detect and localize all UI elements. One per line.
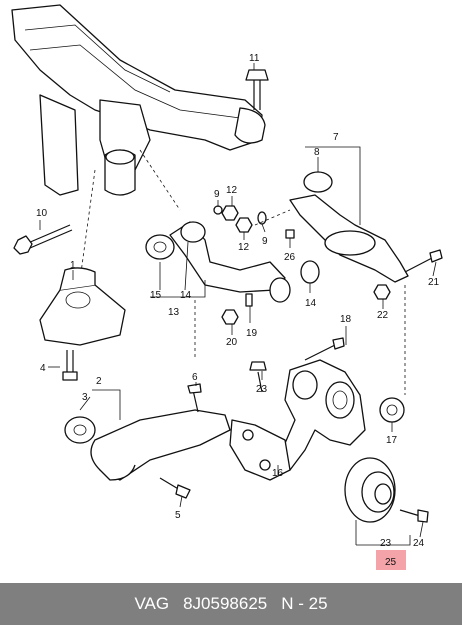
label-7: 7 (333, 132, 339, 143)
label-24: 24 (413, 538, 425, 549)
label-12-upper: 12 (226, 185, 238, 196)
bushing-17 (379, 397, 405, 423)
label-21: 21 (428, 277, 440, 288)
bolt-23-upper (249, 361, 267, 393)
label-12-lower: 12 (238, 242, 250, 253)
label-9-upper: 9 (214, 189, 220, 200)
label-23-upper: 23 (256, 384, 268, 395)
axle-subframe (11, 4, 266, 281)
label-6: 6 (192, 372, 198, 383)
label-14-left: 14 (180, 290, 192, 301)
label-25: 25 (385, 557, 397, 568)
bolt-10 (13, 224, 73, 255)
label-4: 4 (40, 363, 46, 374)
part-number: 8J0598625 (183, 594, 268, 613)
suspension-exploded-diagram: 10 11 1 4 2 3 15 14 13 14 7 8 9 12 12 9 … (11, 4, 443, 568)
label-23-lower: 23 (380, 538, 392, 549)
label-22: 22 (377, 310, 389, 321)
mount-bracket-1 (39, 267, 126, 346)
label-2: 2 (96, 376, 102, 387)
label-13: 13 (168, 307, 180, 318)
brand-label: VAG (134, 594, 170, 613)
wheel-hub-25 (344, 457, 396, 523)
label-20: 20 (226, 337, 238, 348)
wheel-carrier (279, 359, 366, 471)
bolt-24 (399, 509, 429, 523)
bolt-11 (245, 69, 269, 110)
bolt-5 (159, 477, 191, 499)
footer-bar: VAG 8J0598625 N - 25 (0, 583, 462, 625)
control-arm-7 (254, 171, 409, 284)
label-17: 17 (386, 435, 398, 446)
label-10: 10 (36, 208, 48, 219)
label-18: 18 (340, 314, 352, 325)
bolt-4 (62, 350, 78, 381)
nut-22 (373, 284, 391, 300)
bolt-6 (187, 383, 202, 413)
diagram-reference: N - 25 (281, 594, 328, 613)
highlighted-part-badge (376, 550, 406, 570)
bolt-18 (304, 337, 345, 361)
bracket-16 (229, 419, 291, 481)
small-hardware (213, 205, 295, 325)
label-14-right: 14 (305, 298, 317, 309)
label-8: 8 (314, 147, 320, 158)
label-16: 16 (272, 468, 284, 479)
label-26: 26 (284, 252, 296, 263)
label-19: 19 (246, 328, 258, 339)
label-5: 5 (175, 510, 181, 521)
bolt-21 (404, 249, 443, 273)
label-11: 11 (249, 53, 260, 64)
trailing-arm-2 (64, 409, 231, 481)
label-9-lower: 9 (262, 236, 268, 247)
leader-lines (39, 63, 437, 546)
label-15: 15 (150, 290, 162, 301)
control-arm-13 (145, 221, 291, 303)
label-3: 3 (82, 392, 88, 403)
label-1: 1 (70, 260, 76, 271)
